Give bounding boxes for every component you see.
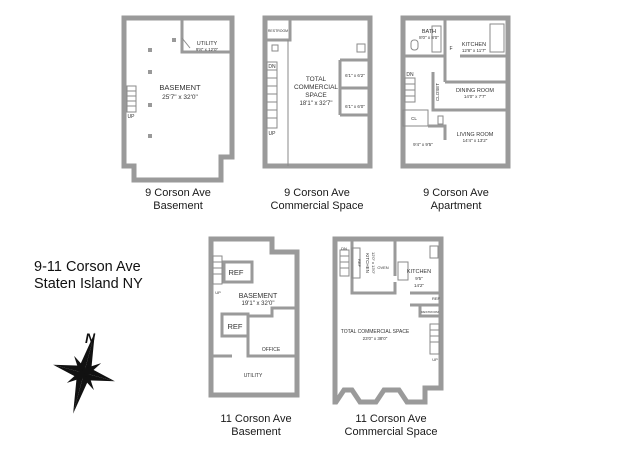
bath-dim: 8'0" x 8'0" bbox=[419, 35, 439, 40]
plan-9-commercial: RESTROOM DN UP TOTAL COMMERCIAL SPACE 18… bbox=[262, 15, 373, 169]
space-label-2: COMMERCIAL bbox=[294, 84, 338, 91]
dining-room-label: DINING ROOM bbox=[456, 88, 494, 94]
caption-9-apartment: 9 Corson Ave Apartment bbox=[396, 187, 516, 213]
ref-label-1: REF bbox=[229, 268, 244, 277]
caption-11-basement: 11 Corson Ave Basement bbox=[196, 413, 316, 439]
living-room-label: LIVING ROOM bbox=[457, 132, 494, 138]
caption-line-1: 9 Corson Ave bbox=[284, 187, 350, 199]
caption-9-commercial: 9 Corson Ave Commercial Space bbox=[254, 187, 380, 213]
stairs bbox=[212, 255, 223, 285]
plan-11-basement: REF REF UP BASEMENT 19'1" x 32'0" OFFICE… bbox=[208, 236, 300, 398]
caption-9-basement: 9 Corson Ave Basement bbox=[118, 187, 238, 213]
stair-up-label: UP bbox=[128, 114, 136, 120]
stair-dn-label: DN bbox=[406, 72, 414, 78]
space-label-3: SPACE bbox=[305, 92, 327, 99]
caption-line-2: Basement bbox=[153, 200, 203, 212]
total-commercial-space-dim: 23'0" x 38'0" bbox=[363, 336, 388, 341]
kitchen-dim-1: 9'5" bbox=[415, 276, 423, 281]
kitchen-dim-2: 14'2" bbox=[414, 283, 424, 288]
living-room-dim: 14'4" x 13'2" bbox=[463, 138, 488, 143]
caption-line-1: 9 Corson Ave bbox=[423, 187, 489, 199]
property-title-line-2: Staten Island NY bbox=[34, 276, 143, 292]
ref-vertical-label: REF bbox=[357, 259, 362, 268]
closet-cl-label: CL bbox=[411, 116, 417, 121]
stairs bbox=[126, 85, 137, 113]
stairs bbox=[339, 249, 350, 277]
space-dim: 18'1" x 32'7" bbox=[300, 101, 333, 107]
stairs bbox=[404, 77, 416, 103]
office-label: OFFICE bbox=[262, 347, 281, 353]
dining-room-dim: 14'0" x 7'7" bbox=[464, 94, 487, 99]
kitchen-vertical-dim: 12'0" x 13'0" bbox=[371, 252, 376, 275]
kitchen-dim: 12'8" x 11'7" bbox=[462, 48, 487, 53]
space-label-1: TOTAL bbox=[306, 76, 327, 83]
utility-label: UTILITY bbox=[244, 373, 263, 379]
stairs bbox=[429, 323, 440, 355]
property-title-line-1: 9-11 Corson Ave bbox=[34, 259, 141, 275]
stair-up-label: UP bbox=[215, 290, 221, 295]
small-room-1-dim: 6'1" x 6'2" bbox=[345, 73, 365, 78]
utility-label: UTILITY bbox=[197, 41, 218, 47]
caption-line-2: Basement bbox=[231, 426, 281, 438]
stair-dn-label: DN bbox=[268, 64, 276, 70]
restroom-label: RESTROOM bbox=[268, 29, 288, 33]
kitchen-vertical-label: KITCHEN bbox=[365, 253, 370, 273]
basement-dim: 19'1" x 32'0" bbox=[242, 301, 275, 307]
compass-rose bbox=[53, 332, 115, 414]
basement-label: BASEMENT bbox=[239, 293, 278, 300]
plan-11-commercial: DN REF KITCHEN 12'0" x 13'0" OVEN KITCHE… bbox=[332, 236, 444, 405]
caption-line-1: 9 Corson Ave bbox=[145, 187, 211, 199]
property-title: 9-11 Corson Ave Staten Island NY bbox=[34, 259, 143, 293]
caption-line-2: Commercial Space bbox=[344, 426, 438, 438]
oven-label: OVEN bbox=[377, 265, 388, 270]
stair-up-label: UP bbox=[432, 357, 438, 362]
caption-11-commercial: 11 Corson Ave Commercial Space bbox=[326, 413, 456, 439]
small-room-2-dim: 6'1" x 6'0" bbox=[345, 104, 365, 109]
bedroom-dim: 9'4" x 9'5" bbox=[413, 142, 433, 147]
kitchen-label: KITCHEN bbox=[462, 42, 486, 48]
ref-label: REF bbox=[432, 296, 441, 301]
utility-dim: 9'8" x 12'0" bbox=[196, 47, 219, 52]
plan-9-apartment: BATH 8'0" x 8'0" F KITCHEN 12'8" x 11'7"… bbox=[400, 15, 511, 169]
ref-label-2: REF bbox=[228, 322, 243, 331]
basement-label: BASEMENT bbox=[159, 83, 201, 92]
restroom-label: RESTROOM bbox=[421, 310, 439, 314]
caption-line-1: 11 Corson Ave bbox=[355, 413, 427, 425]
f-mark: F bbox=[449, 46, 452, 52]
total-commercial-space-label: TOTAL COMMERCIAL SPACE bbox=[341, 329, 410, 335]
closet-label: CLOSET bbox=[435, 83, 440, 101]
stair-dn-label: DN bbox=[341, 246, 347, 251]
kitchen-label: KITCHEN bbox=[407, 269, 431, 275]
compass-north-label: N bbox=[85, 330, 96, 346]
caption-line-2: Commercial Space bbox=[270, 200, 364, 212]
bath-label: BATH bbox=[422, 29, 436, 35]
stair-up-label: UP bbox=[269, 131, 277, 137]
basement-dim: 25'7" x 32'0" bbox=[162, 94, 198, 101]
caption-line-2: Apartment bbox=[430, 200, 482, 212]
caption-line-1: 11 Corson Ave bbox=[220, 413, 292, 425]
stairs bbox=[266, 61, 278, 129]
plan-9-basement: UTILITY 9'8" x 12'0" BASEMENT 25'7" x 32… bbox=[121, 15, 235, 183]
